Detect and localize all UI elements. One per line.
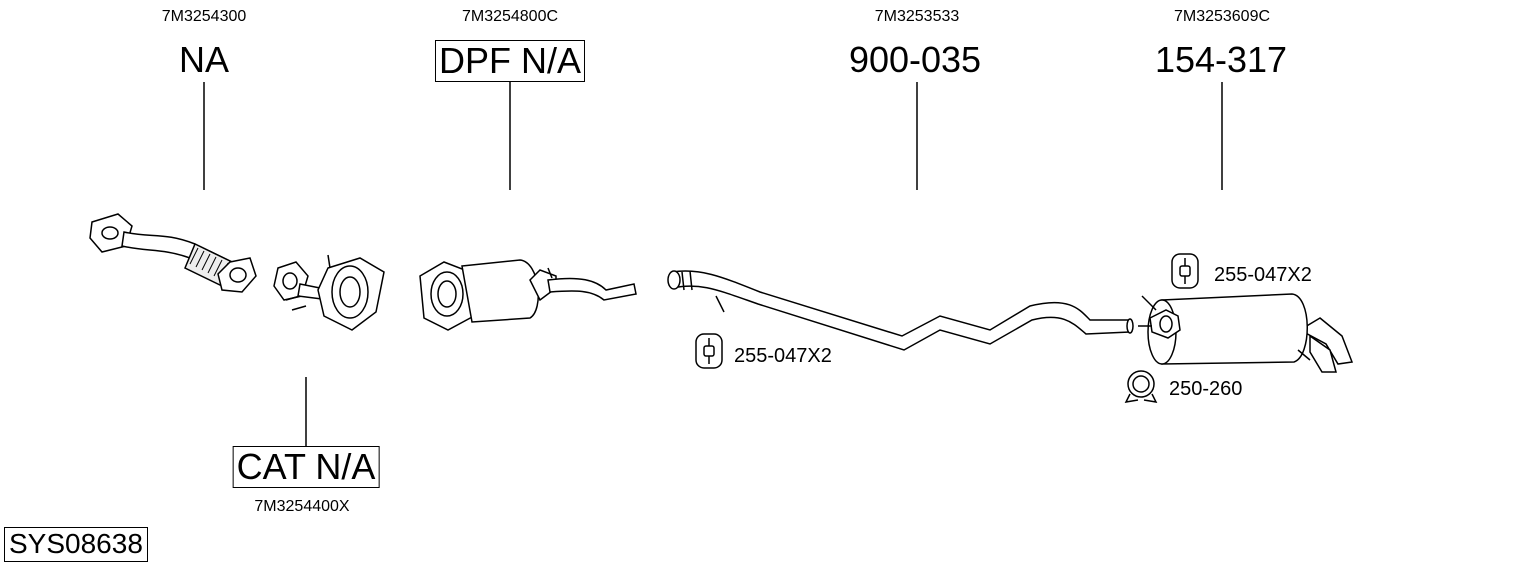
pipe-clamp-icon	[1124, 370, 1158, 403]
rubber-hanger-icon	[695, 333, 723, 369]
oem-number-p1: 7M3254300	[161, 8, 247, 25]
dpf-drawing	[419, 259, 637, 331]
part-number-p3[interactable]: 900-035	[848, 39, 982, 80]
front-pipe-drawing	[89, 213, 257, 293]
part-number-p1[interactable]: NA	[178, 39, 230, 80]
accessory-label-a3[interactable]: 250-260	[1169, 378, 1243, 400]
accessory-label-a1[interactable]: 255-047X2	[1214, 264, 1312, 286]
rear-silencer-drawing	[1138, 293, 1354, 373]
part-number-p4[interactable]: 154-317	[1154, 39, 1288, 80]
part-number-p5[interactable]: CAT N/A	[232, 446, 380, 488]
oem-number-p5: 7M3254400X	[254, 498, 350, 515]
intermediate-pipe-drawing	[667, 270, 1134, 351]
system-code: SYS08638	[4, 527, 148, 562]
rubber-hanger-icon	[1171, 253, 1199, 289]
part-number-p2[interactable]: DPF N/A	[434, 40, 586, 82]
oem-number-p4: 7M3253609C	[1173, 8, 1271, 25]
oem-number-p3: 7M3253533	[874, 8, 960, 25]
accessory-label-a2[interactable]: 255-047X2	[734, 345, 832, 367]
catalytic-converter-drawing	[273, 254, 385, 331]
oem-number-p2: 7M3254800C	[461, 8, 559, 25]
